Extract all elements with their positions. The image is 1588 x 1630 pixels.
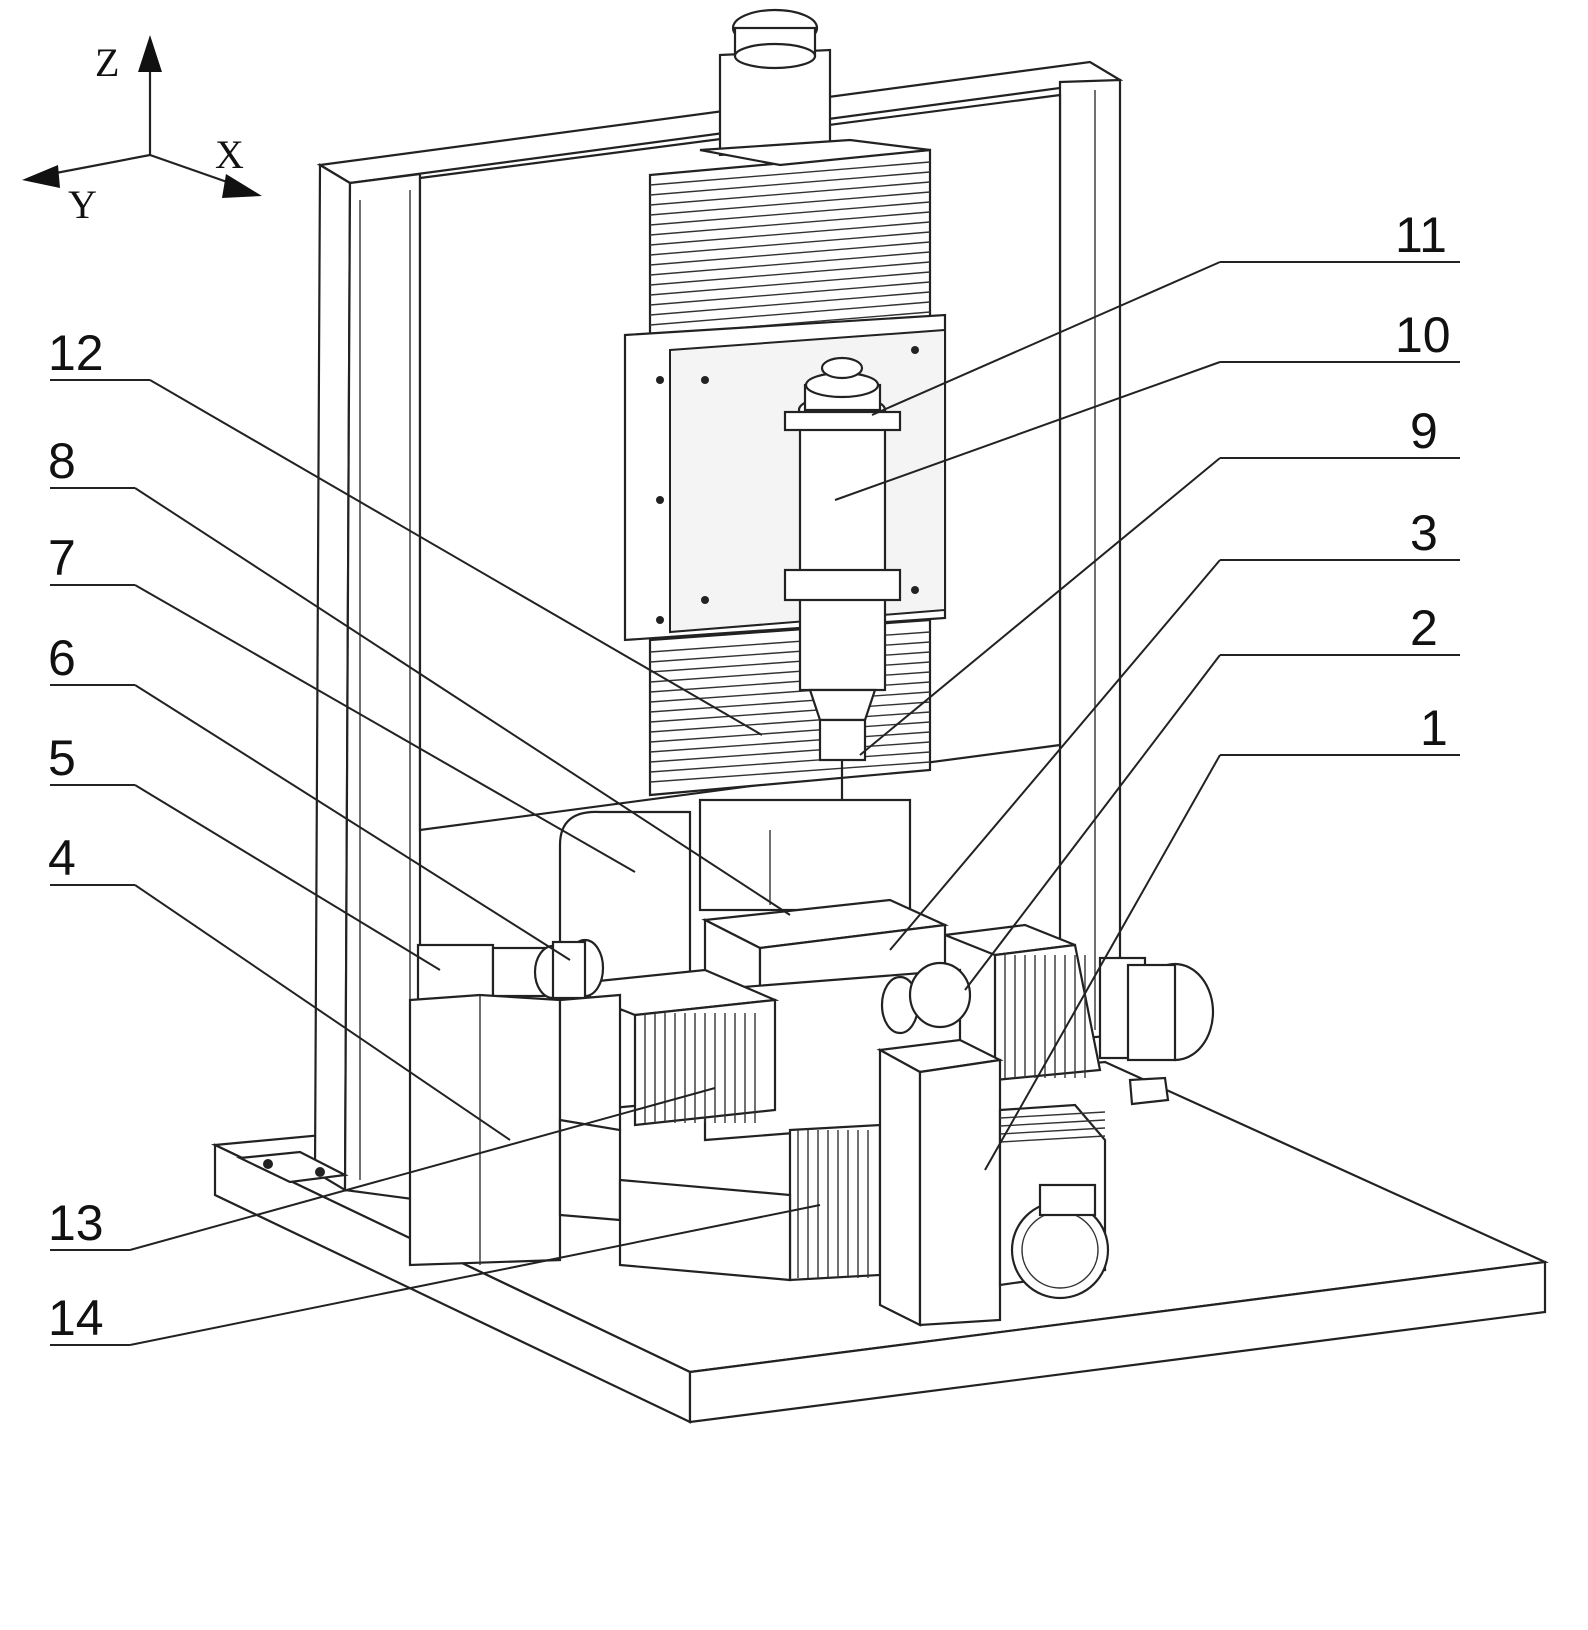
z-bellows-lower (650, 620, 930, 795)
y-arrowhead (22, 165, 60, 188)
axis-triad: Z X Y (22, 35, 262, 227)
callout-9: 9 (1410, 403, 1438, 459)
callout-2: 2 (1410, 600, 1438, 656)
z-post (700, 800, 910, 910)
callout-1: 1 (1420, 700, 1448, 756)
callout-5: 5 (48, 730, 76, 786)
callout-4: 4 (48, 830, 76, 886)
right-pillar (880, 1040, 1000, 1325)
z-bellows-upper (650, 150, 930, 345)
left-motor (418, 940, 603, 1000)
callout-12: 12 (48, 325, 104, 381)
callout-14: 14 (48, 1290, 104, 1346)
y-motor (1000, 1105, 1108, 1298)
y-axis-label: Y (68, 182, 97, 227)
x-axis-label: X (215, 132, 244, 177)
callout-13: 13 (48, 1195, 104, 1251)
base-fixture-right (1130, 1078, 1168, 1104)
callout-6: 6 (48, 630, 76, 686)
callout-3: 3 (1410, 505, 1438, 561)
x-arrowhead (222, 174, 262, 198)
z-axis-label: Z (95, 40, 119, 85)
z-arrowhead (138, 35, 162, 72)
callout-10: 10 (1395, 307, 1451, 363)
callout-11: 11 (1395, 207, 1447, 263)
callout-7: 7 (48, 530, 76, 586)
callout-8: 8 (48, 433, 76, 489)
